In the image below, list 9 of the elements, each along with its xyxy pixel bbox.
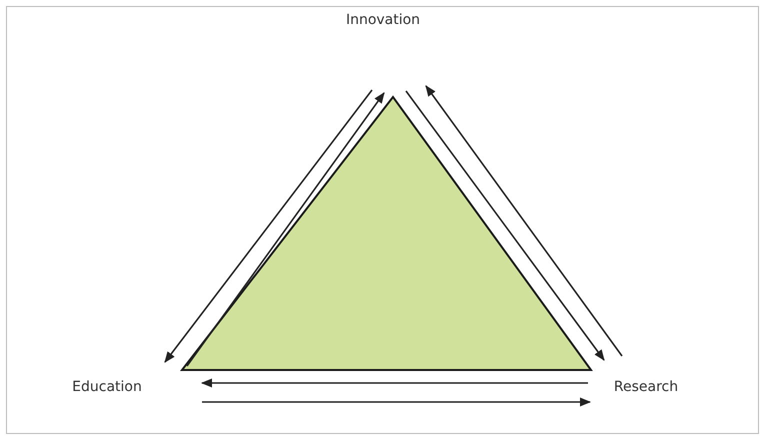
arrow [164,90,373,363]
arrow [425,85,623,356]
node-label: Research [614,379,678,395]
arrow [405,90,605,361]
node-label: Education [72,379,142,395]
node-label: Innovation [346,12,420,28]
arrow [186,92,385,366]
arrow [202,398,592,406]
arrow [200,378,588,388]
